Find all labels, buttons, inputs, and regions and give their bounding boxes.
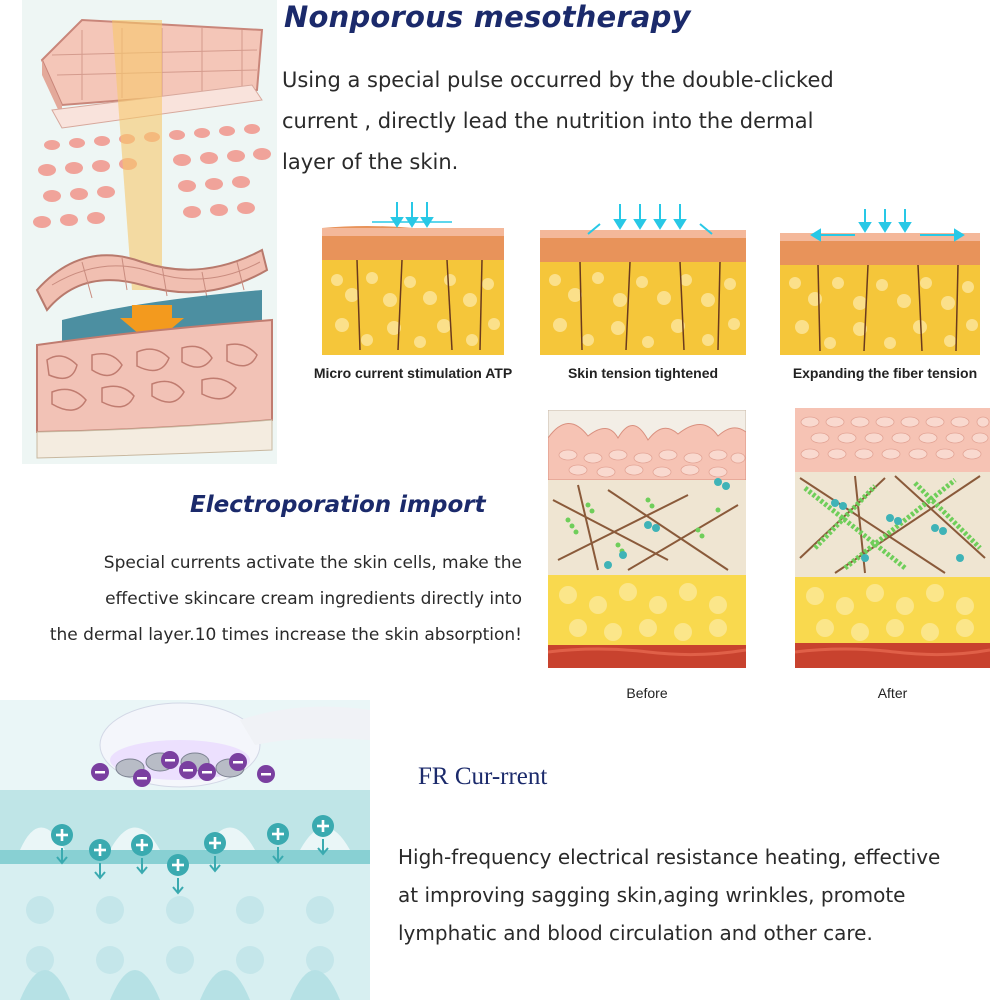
electroporation-line-3: the dermal layer.10 times increase the s… xyxy=(49,625,522,645)
mesotherapy-line-3: layer of the skin. xyxy=(282,150,459,174)
caption-tension: Skin tension tightened xyxy=(567,365,719,381)
caption-atp: Micro current stimulation ATP xyxy=(313,365,513,381)
electroporation-description: Special currents activate the skin cells… xyxy=(0,545,522,653)
skin-layers-illustration xyxy=(22,0,277,464)
mesotherapy-title: Nonporous mesotherapy xyxy=(284,0,691,34)
electroporation-line-2: effective skincare cream ingredients dir… xyxy=(105,589,522,609)
minus-ion-icon xyxy=(91,751,275,787)
down-arrow-icon xyxy=(56,839,329,895)
rf-line-3: lymphatic and blood circulation and othe… xyxy=(398,921,873,945)
electroporation-title: Electroporation import xyxy=(190,492,486,518)
skin-panel-atp xyxy=(322,200,504,355)
mesotherapy-description: Using a special pulse occurred by the do… xyxy=(282,60,882,183)
electroporation-line-1: Special currents activate the skin cells… xyxy=(103,553,522,573)
rf-line-2: at improving sagging skin,aging wrinkles… xyxy=(398,883,906,907)
after-skin-diagram xyxy=(795,408,990,668)
before-label: Before xyxy=(626,685,668,701)
skin-panel-tension xyxy=(540,200,746,355)
rf-description: High-frequency electrical resistance hea… xyxy=(398,838,998,952)
plus-ion-icon xyxy=(51,815,334,876)
rf-device-illustration xyxy=(0,700,370,1000)
mesotherapy-line-2: current , directly lead the nutrition in… xyxy=(282,109,814,133)
rf-line-1: High-frequency electrical resistance hea… xyxy=(398,845,941,869)
before-skin-diagram xyxy=(548,410,746,668)
skin-panel-fiber xyxy=(780,205,980,355)
mesotherapy-line-1: Using a special pulse occurred by the do… xyxy=(282,68,834,92)
caption-fiber: Expanding the fiber tension xyxy=(792,365,978,381)
after-label: After xyxy=(877,685,908,701)
rf-title: FR Cur-rrent xyxy=(418,763,548,790)
